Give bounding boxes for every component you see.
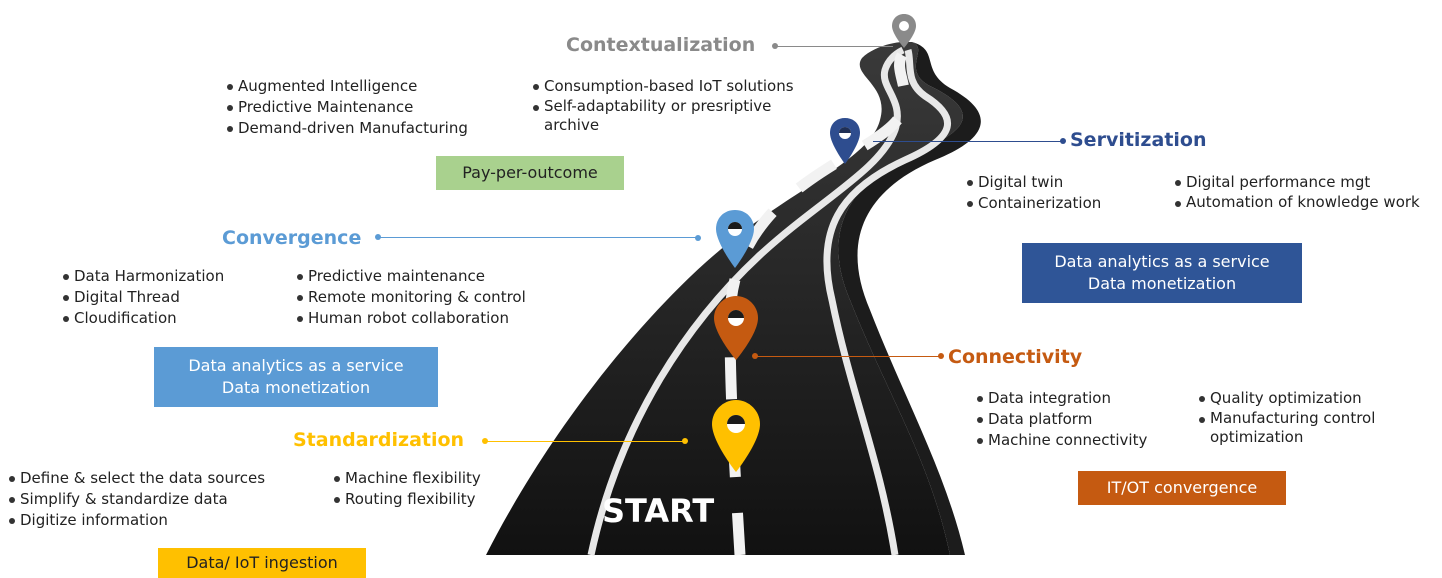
- list-item: Predictive Maintenance: [226, 97, 468, 118]
- list-item: Cloudification: [62, 308, 224, 329]
- box-line: Data monetization: [221, 378, 371, 397]
- contextualization-outcome-box: Pay-per-outcome: [436, 156, 624, 190]
- standardization-outcome-box: Data/ IoT ingestion: [158, 548, 366, 578]
- list-item: Digital performance mgt: [1174, 172, 1432, 193]
- convergence-outcome-box: Data analytics as a service Data monetiz…: [154, 347, 438, 407]
- list-item: Routing flexibility: [333, 489, 481, 510]
- list-item: Augmented Intelligence: [226, 76, 468, 97]
- box-line: Data analytics as a service: [1054, 252, 1270, 271]
- list-item: Define & select the data sources: [8, 468, 265, 489]
- list-item: Data integration: [976, 388, 1147, 409]
- list-item: Containerization: [966, 193, 1101, 214]
- convergence-title: Convergence: [222, 227, 362, 249]
- standardization-list-1: Define & select the data sources Simplif…: [8, 468, 265, 531]
- connectivity-title: Connectivity: [948, 346, 1083, 368]
- location-pin-icon: [830, 118, 860, 164]
- list-item: Digital twin: [966, 172, 1101, 193]
- standardization-leader-dot: [482, 438, 488, 444]
- box-line: Pay-per-outcome: [462, 163, 598, 182]
- servitization-list-1: Digital twin Containerization: [966, 172, 1101, 214]
- list-item: Digital Thread: [62, 287, 224, 308]
- location-pin-icon: [714, 296, 758, 360]
- road-center-line: [724, 52, 911, 556]
- list-item: Demand-driven Manufacturing: [226, 118, 468, 139]
- list-item: Data Harmonization: [62, 266, 224, 287]
- list-item: Predictive maintenance: [296, 266, 526, 287]
- convergence-leader-dot: [695, 235, 701, 241]
- connectivity-leader-line: [755, 356, 942, 357]
- servitization-leader-line: [873, 141, 1061, 142]
- list-item: Consumption-based IoT solutions: [532, 76, 822, 97]
- connectivity-list-1: Data integration Data platform Machine c…: [976, 388, 1147, 451]
- list-item: Machine connectivity: [976, 430, 1147, 451]
- list-item: Digitize information: [8, 510, 265, 531]
- contextualization-leader-line: [775, 46, 893, 47]
- start-label: START: [602, 492, 715, 530]
- convergence-list-1: Data Harmonization Digital Thread Cloudi…: [62, 266, 224, 329]
- location-pin-icon: [892, 14, 916, 48]
- standardization-leader-dot: [682, 438, 688, 444]
- box-line: Data monetization: [1087, 274, 1237, 293]
- list-item: Manufacturing control optimization: [1198, 409, 1430, 447]
- list-item: Automation of knowledge work: [1174, 193, 1436, 212]
- standardization-title: Standardization: [293, 429, 465, 451]
- connectivity-leader-dot: [938, 353, 944, 359]
- list-item: Remote monitoring & control: [296, 287, 526, 308]
- convergence-leader-dot: [375, 234, 381, 240]
- servitization-leader-dot: [1060, 138, 1066, 144]
- servitization-outcome-box: Data analytics as a service Data monetiz…: [1022, 243, 1302, 303]
- road-edge-left: [587, 46, 905, 556]
- list-item: Simplify & standardize data: [8, 489, 265, 510]
- box-line: Data analytics as a service: [188, 356, 404, 375]
- location-pin-icon: [716, 210, 754, 268]
- list-item: Human robot collaboration: [296, 308, 526, 329]
- standardization-list-2: Machine flexibility Routing flexibility: [333, 468, 481, 510]
- list-item: Machine flexibility: [333, 468, 481, 489]
- convergence-list-2: Predictive maintenance Remote monitoring…: [296, 266, 526, 329]
- contextualization-list-1: Augmented Intelligence Predictive Mainte…: [226, 76, 468, 139]
- servitization-list-2: Digital performance mgt Automation of kn…: [1174, 172, 1432, 212]
- servitization-title: Servitization: [1070, 129, 1207, 151]
- box-line: IT/OT convergence: [1106, 478, 1258, 497]
- standardization-leader-line: [485, 441, 686, 442]
- box-line: Data/ IoT ingestion: [186, 553, 338, 572]
- list-item: Data platform: [976, 409, 1147, 430]
- contextualization-list-2: Consumption-based IoT solutions Self-ada…: [532, 76, 822, 135]
- connectivity-outcome-box: IT/OT convergence: [1078, 471, 1286, 505]
- road-edge-right: [823, 49, 951, 556]
- convergence-leader-line: [378, 237, 700, 238]
- connectivity-list-2: Quality optimization Manufacturing contr…: [1198, 388, 1428, 447]
- list-item: Self-adaptability or presriptive archive: [532, 97, 819, 135]
- location-pin-icon: [712, 400, 760, 472]
- road-surface: [486, 42, 963, 555]
- contextualization-title: Contextualization: [566, 34, 756, 56]
- connectivity-leader-dot: [752, 353, 758, 359]
- list-item: Quality optimization: [1198, 388, 1428, 409]
- contextualization-leader-dot: [772, 43, 778, 49]
